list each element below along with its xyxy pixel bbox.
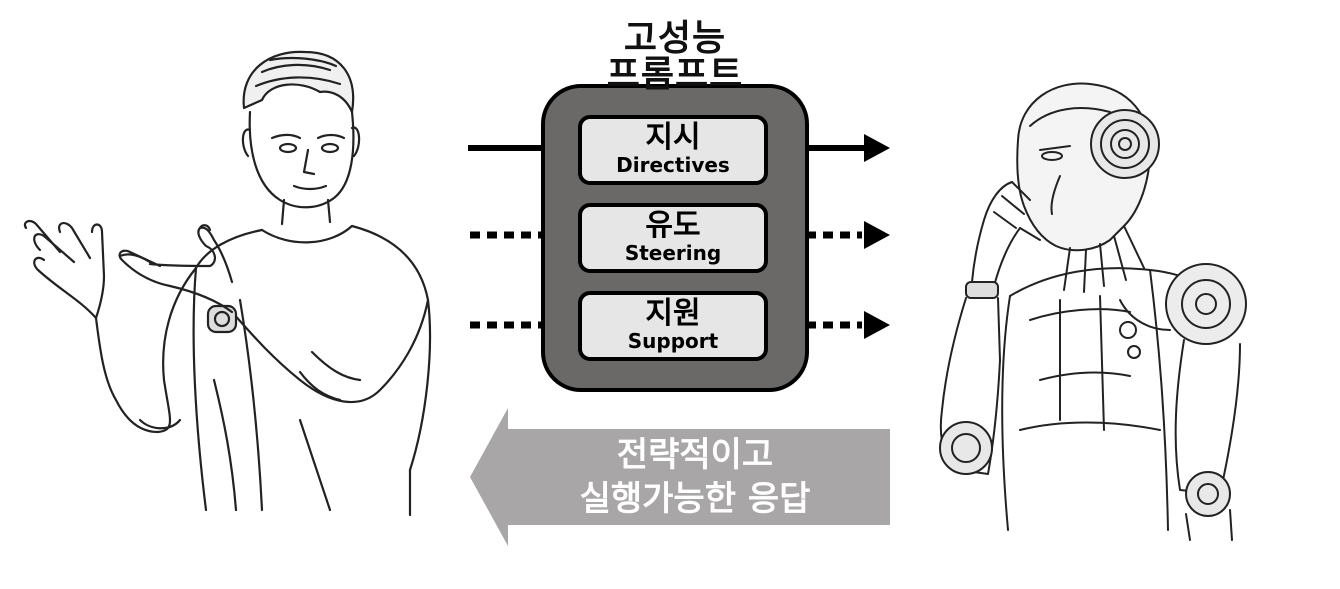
robot-illustration (939, 82, 1247, 541)
arrowhead-support (864, 311, 890, 339)
component-label-en: Directives (616, 153, 730, 177)
component-box-directives: 지시 Directives (578, 115, 768, 185)
response-text-line2: 실행가능한 응답 (579, 479, 811, 519)
component-label-en: Steering (624, 241, 722, 265)
arrowhead-steering (864, 221, 890, 249)
component-label-ko: 지시 (645, 120, 701, 155)
component-box-steering: 유도 Steering (578, 203, 768, 273)
component-label-ko: 지원 (645, 296, 701, 331)
prompt-title-line2: 프롬프트 (606, 54, 744, 95)
prompt-title-line1: 고성능 (623, 18, 727, 59)
response-arrow (470, 408, 890, 546)
component-label-ko: 유도 (645, 208, 701, 243)
arrowhead-directives (864, 134, 890, 162)
component-label-en: Support (627, 329, 719, 353)
human-illustration (23, 50, 432, 517)
response-text-line1: 전략적이고 (616, 435, 774, 475)
component-box-support: 지원 Support (578, 291, 768, 361)
